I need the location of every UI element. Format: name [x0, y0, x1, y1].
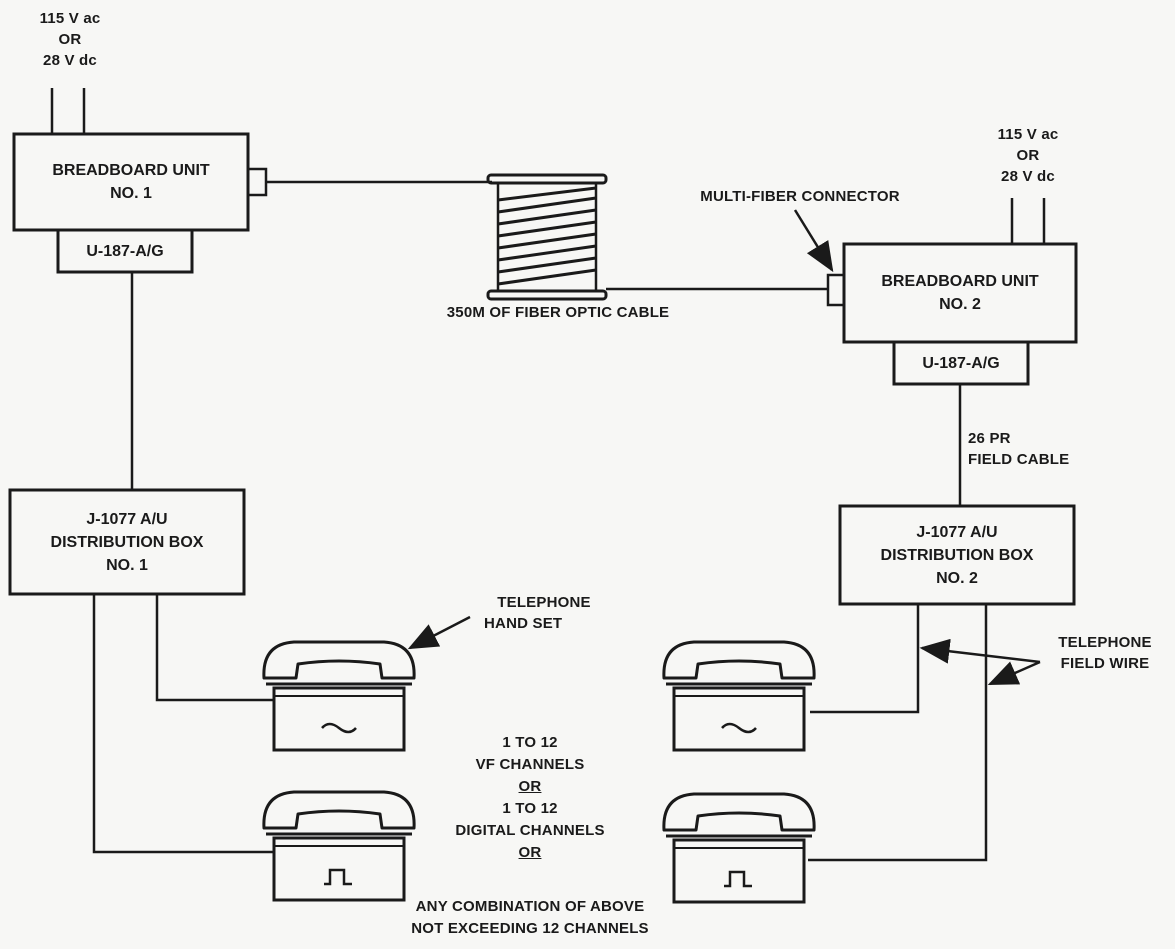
field-cable-label: 26 PR FIELD CABLE	[968, 428, 1078, 470]
breadboard-unit-1: BREADBOARD UNIT NO. 1	[14, 134, 248, 230]
field-wire-line1: TELEPHONE	[1058, 634, 1152, 651]
channels-line4: DIGITAL CHANNELS	[455, 822, 605, 839]
power-left-line1: 115 V ac	[39, 10, 101, 27]
channels-note: 1 TO 12 VF CHANNELS OR 1 TO 12 DIGITAL C…	[430, 732, 630, 864]
fiber-spool	[486, 173, 608, 301]
channels-line3: 1 TO 12	[502, 800, 558, 817]
dist-2-number: NO. 2	[936, 569, 978, 587]
breadboard-unit-2: BREADBOARD UNIT NO. 2	[844, 244, 1076, 342]
field-wire-arrow-b	[987, 660, 1041, 686]
channels-line2: VF CHANNELS	[475, 756, 585, 773]
connector-label: MULTI-FIBER CONNECTOR	[660, 186, 940, 207]
distribution-box-2-frame	[838, 504, 1076, 606]
dist-1-number: NO. 1	[106, 556, 148, 574]
distribution-box-2: J-1077 A/U DISTRIBUTION BOX NO. 2	[840, 506, 1074, 604]
channels-line6: NOT EXCEEDING 12 CHANNELS	[411, 920, 649, 937]
wire-dist1-phone2	[92, 594, 275, 854]
power-right-line1: 115 V ac	[997, 126, 1059, 143]
unit-2-number: NO. 2	[939, 296, 981, 313]
channels-combination-note: ANY COMBINATION OF ABOVE NOT EXCEEDING 1…	[350, 896, 710, 940]
telephone-analog-1	[262, 640, 416, 752]
field-cable-line1: 26 PR	[968, 430, 1011, 447]
telephone-digital-1	[262, 790, 416, 902]
power-label-right: 115 V ac OR 28 V dc	[978, 124, 1078, 187]
dist-1-title: DISTRIBUTION BOX	[50, 533, 204, 551]
unit-2-adapter-label: U-187-A/G	[922, 354, 1000, 372]
field-wire-label: TELEPHONE FIELD WIRE	[1040, 632, 1170, 674]
dist-1-model: J-1077 A/U	[86, 510, 168, 528]
field-wire-line2: FIELD WIRE	[1060, 655, 1150, 672]
wire-dist2-phone3	[810, 604, 920, 714]
distribution-box-1-frame	[8, 488, 246, 596]
cable-label: 350M OF FIBER OPTIC CABLE	[408, 302, 708, 323]
unit-1-connector	[246, 167, 268, 197]
dist-2-model: J-1077 A/U	[916, 523, 998, 541]
wire-dist2-phone4	[808, 604, 988, 862]
unit-1-adapter-box	[56, 228, 194, 274]
unit-1-adapter-label: U-187-A/G	[86, 242, 164, 260]
unit-2-title: BREADBOARD UNIT	[881, 273, 1039, 290]
cable-label-text: 350M OF FIBER OPTIC CABLE	[446, 304, 670, 321]
wire-dist1-phone1	[155, 594, 275, 702]
power-label-left: 115 V ac OR 28 V dc	[20, 8, 120, 71]
power-left-line3: 28 V dc	[43, 52, 97, 69]
unit-2-adapter: U-187-A/G	[894, 342, 1028, 384]
channels-line5: ANY COMBINATION OF ABOVE	[415, 898, 645, 915]
unit-1-adapter: U-187-A/G	[58, 230, 192, 272]
unit-1-number: NO. 1	[110, 185, 152, 202]
handset-label: TELEPHONE HAND SET	[474, 592, 614, 634]
unit-2-connector	[826, 273, 846, 307]
telephone-digital-2	[662, 792, 816, 904]
power-right-line3: 28 V dc	[1001, 168, 1055, 185]
distribution-box-1: J-1077 A/U DISTRIBUTION BOX NO. 1	[10, 490, 244, 594]
channels-line1: 1 TO 12	[502, 734, 558, 751]
connector-label-text: MULTI-FIBER CONNECTOR	[700, 188, 900, 205]
channels-or-1: OR	[518, 778, 542, 795]
dist-2-title: DISTRIBUTION BOX	[880, 546, 1034, 564]
field-wire-arrow-a	[919, 638, 1041, 664]
channels-or-2: OR	[518, 844, 542, 861]
field-cable-line2: FIELD CABLE	[968, 451, 1070, 468]
power-right-line2: OR	[1016, 147, 1040, 164]
power-left-line2: OR	[58, 31, 82, 48]
telephone-analog-2	[662, 640, 816, 752]
handset-label-line1: TELEPHONE	[497, 594, 591, 611]
handset-label-line2: HAND SET	[484, 615, 563, 632]
connector-arrow	[793, 209, 834, 273]
handset-arrow	[407, 615, 471, 650]
unit-1-title: BREADBOARD UNIT	[52, 162, 210, 179]
